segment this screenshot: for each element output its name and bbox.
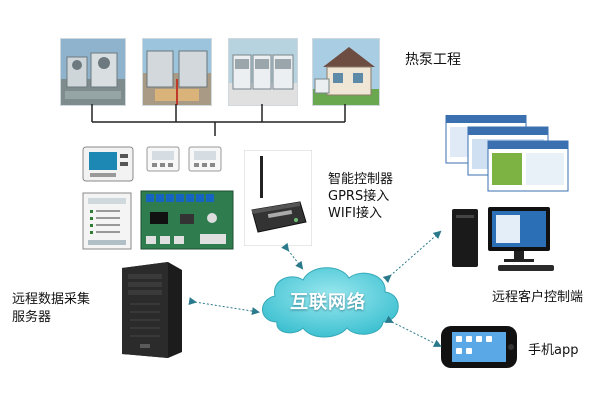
display-panel-icon [82,146,134,182]
heat-pump-project-label: 热泵工程 [405,52,461,68]
browser-windows-icon [445,114,569,192]
gprs-access-label: GPRS接入 [328,189,390,204]
internet-label: 互联网络 [290,292,366,313]
gprs-modem-icon [243,149,313,247]
tower-server [112,260,186,360]
desktop-computer [450,205,560,275]
site-photo-4 [312,38,380,106]
remote-client-screens [440,114,570,195]
arrow-server-cloud [188,297,260,316]
remote-client-label: 远程客户控制端 [492,290,584,305]
arrow-client-cloud [382,230,442,283]
arrow-phone-cloud [384,315,442,347]
rooftop-units-photo [143,39,211,105]
rooftop-units-photo [229,39,297,105]
mobile-app-label: 手机app [528,343,579,358]
smartphone [440,324,520,372]
control-module [82,192,132,250]
smartphone-icon [441,326,517,368]
display-panel [82,146,134,182]
pcb-board [140,190,234,250]
site-photo-1 [60,38,126,106]
desktop-computer-icon [452,207,554,271]
tower-server-icon [122,262,182,358]
house-with-unit-photo [313,39,379,105]
control-module-icon [82,192,132,250]
smart-controller-label: 智能控制器 [328,172,394,187]
internet-cloud [262,267,399,338]
remote-server-label: 远程数据采集 [12,292,91,307]
rooftop-units-photo [61,39,125,105]
wifi-access-label: WIFI接入 [328,206,382,221]
thermostat-icon [188,146,222,172]
thermostat-1 [146,146,180,172]
site-photo-2 [142,38,212,106]
thermostat-2 [188,146,222,172]
arrow-modem-cloud [281,242,304,270]
thermostat-icon [146,146,180,172]
remote-server-label-2: 服务器 [12,310,52,325]
gprs-modem [243,149,313,247]
site-photo-3 [228,38,298,106]
pcb-board-icon [140,190,234,250]
